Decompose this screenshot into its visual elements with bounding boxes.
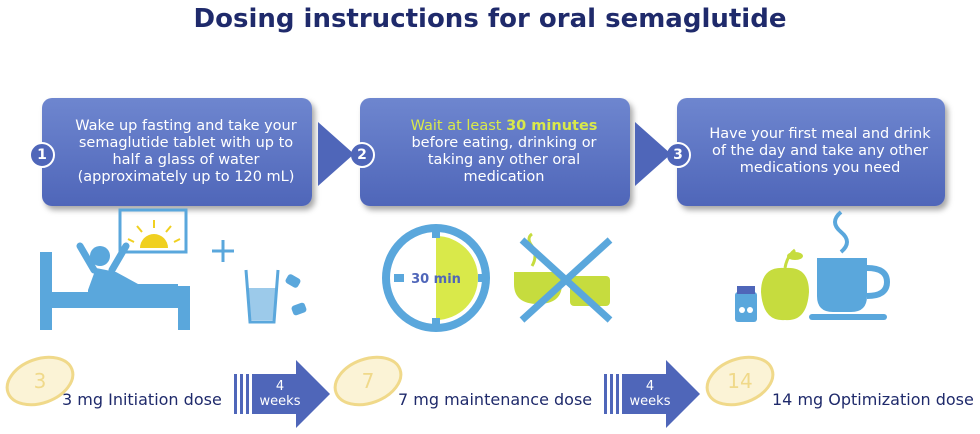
step-3-box: Have your first meal and drink of the da… <box>677 98 945 206</box>
timer-label: 30 min <box>411 272 461 287</box>
interval-1-value: 4 <box>275 379 285 394</box>
pill-3-number: 3 <box>34 369 47 393</box>
interval-2-value: 4 <box>645 379 655 394</box>
interval-2-label: 4 weeks <box>620 379 680 409</box>
step-1-text: Wake up fasting and take your semaglutid… <box>75 118 297 185</box>
pill-14-number: 14 <box>727 369 752 393</box>
step-1-number: 1 <box>29 142 55 168</box>
interval-arrow-2 <box>604 360 700 428</box>
step-arrow-1 <box>318 122 354 186</box>
step-arrow-2 <box>635 122 671 186</box>
pill-3-icon: 3 <box>5 355 75 407</box>
step-2-box: Wait at least 30 minutes before eating, … <box>360 98 630 206</box>
timer-icon: 30 min <box>382 224 490 332</box>
interval-arrow-1 <box>234 360 330 428</box>
pill-14-icon: 14 <box>705 355 775 407</box>
pill-bottle-icon <box>735 286 757 322</box>
meal-icons <box>735 210 891 322</box>
dose-3-label: 14 mg Optimization dose <box>772 390 974 409</box>
step-3-text: Have your first meal and drink of the da… <box>709 126 931 176</box>
dose-1-label: 3 mg Initiation dose <box>62 390 222 409</box>
apple-icon <box>761 248 809 321</box>
step-2-text-pre: Wait at least <box>410 118 507 134</box>
step-2-highlight: 30 minutes <box>506 118 598 134</box>
pill-7-number: 7 <box>362 369 375 393</box>
step-1-box: Wake up fasting and take your semaglutid… <box>42 98 312 206</box>
interval-1-unit: weeks <box>259 394 301 409</box>
no-food-icon <box>514 232 613 323</box>
step-2-text: Wait at least 30 minutes before eating, … <box>390 118 618 186</box>
interval-2-unit: weeks <box>629 394 671 409</box>
page-title: Dosing instructions for oral semaglutide <box>193 4 787 34</box>
plus-icon <box>212 240 234 262</box>
interval-1-label: 4 weeks <box>250 379 310 409</box>
bed-person-icon <box>40 242 190 330</box>
water-glass-icon <box>244 269 307 324</box>
sun-window-icon <box>118 208 188 254</box>
step-2-text-post: before eating, drinking or taking any ot… <box>411 135 597 185</box>
pill-7-icon: 7 <box>333 355 403 407</box>
dose-2-label: 7 mg maintenance dose <box>398 390 593 409</box>
coffee-cup-icon <box>809 210 891 320</box>
